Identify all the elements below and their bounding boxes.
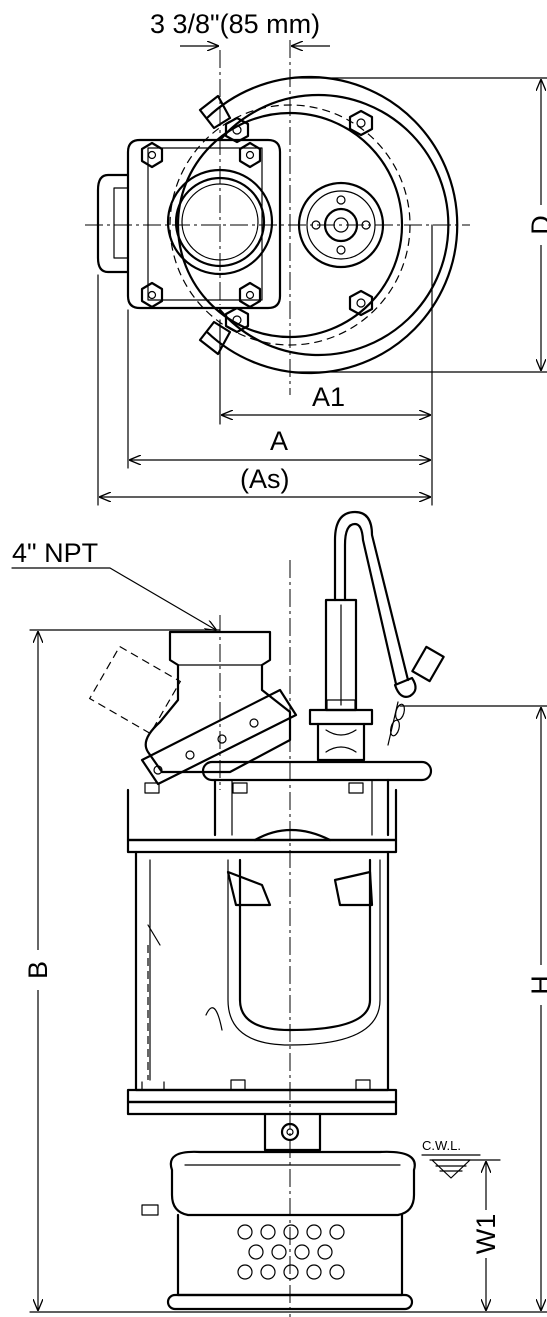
flange-bolt bbox=[140, 281, 164, 309]
discharge-casing-top bbox=[96, 138, 282, 310]
d-dimension: D bbox=[526, 80, 547, 370]
top-view: 3 3/8"(85 mm) A1 A (As) D bbox=[85, 9, 547, 506]
w1-dimension: W1 bbox=[471, 1162, 501, 1310]
offset-dimension-label: 3 3/8"(85 mm) bbox=[150, 9, 320, 39]
as-dimension: (As) bbox=[100, 464, 430, 497]
a-dimension: A bbox=[130, 426, 430, 460]
outlet-elbow bbox=[88, 630, 298, 786]
h-dimension-label: H bbox=[526, 975, 547, 995]
motor-body-top bbox=[169, 75, 459, 375]
pump-casing bbox=[141, 1112, 416, 1217]
flange-bolt bbox=[238, 281, 262, 309]
a-dimension-label: A bbox=[270, 426, 288, 456]
cwl-label: C.W.L. bbox=[422, 1138, 461, 1153]
top-bolt bbox=[348, 109, 374, 137]
d-dimension-label: D bbox=[526, 215, 547, 235]
top-bolt bbox=[224, 306, 250, 334]
frame-bolt bbox=[348, 782, 364, 794]
outlet-size-label: 4" NPT bbox=[12, 538, 98, 568]
frame-bolt bbox=[230, 1079, 246, 1091]
as-dimension-label: (As) bbox=[240, 464, 290, 494]
safety-chain bbox=[387, 701, 405, 746]
motor-frame bbox=[126, 788, 398, 1116]
lifting-handle bbox=[324, 510, 445, 712]
top-bolt bbox=[224, 116, 250, 144]
frame-bolt bbox=[232, 782, 248, 794]
cable-entry-top bbox=[297, 181, 385, 269]
side-view: 4" NPT B H W1 C.W.L. bbox=[11, 510, 547, 1317]
b-dimension: B bbox=[23, 632, 53, 1310]
a1-dimension-label: A1 bbox=[312, 382, 345, 412]
water-level-symbol: C.W.L. bbox=[421, 1138, 481, 1179]
flange-bolt bbox=[140, 141, 164, 169]
cable-gland bbox=[308, 699, 374, 762]
offset-dimension: 3 3/8"(85 mm) bbox=[150, 9, 330, 46]
a1-dimension: A1 bbox=[222, 382, 430, 415]
w1-dimension-label: W1 bbox=[471, 1214, 501, 1255]
frame-bolt bbox=[355, 1079, 371, 1091]
h-dimension: H bbox=[526, 708, 547, 1310]
b-dimension-label: B bbox=[23, 961, 53, 979]
strainer bbox=[166, 1213, 414, 1311]
outlet-size-callout: 4" NPT bbox=[11, 538, 216, 630]
frame-bolt bbox=[144, 782, 160, 794]
top-bolt bbox=[348, 289, 374, 317]
flange-bolt bbox=[238, 141, 262, 169]
